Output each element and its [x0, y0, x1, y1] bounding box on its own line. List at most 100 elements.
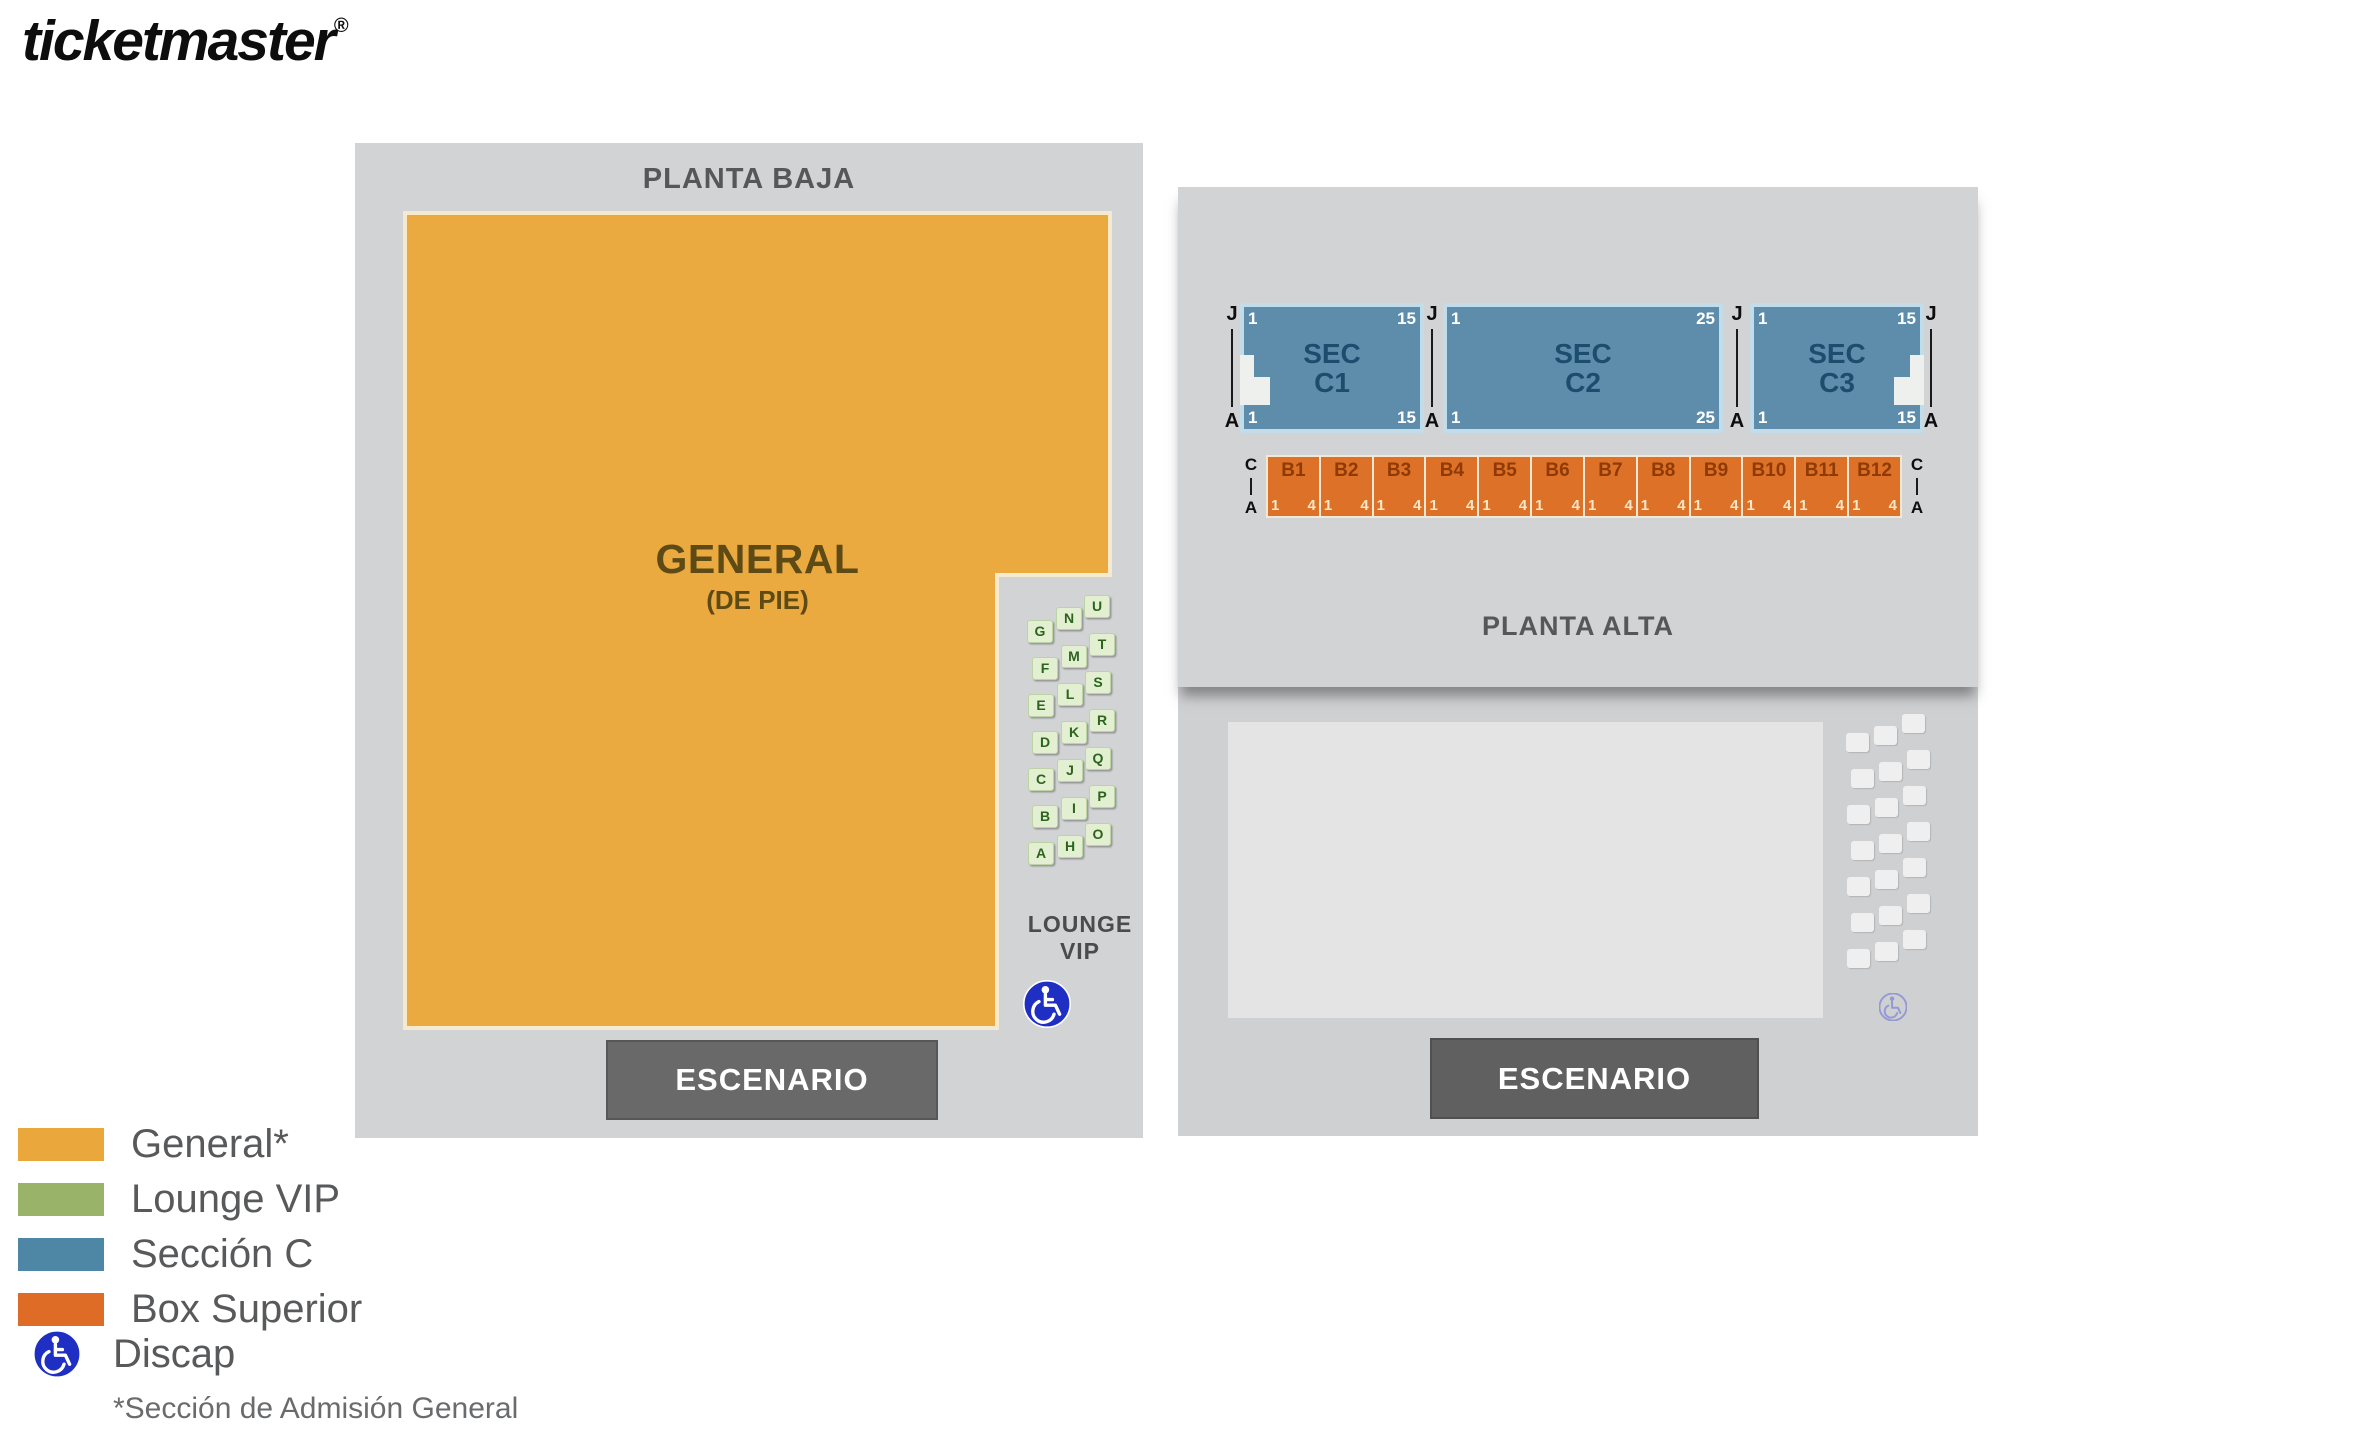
legend-item-seccion-c: Sección C: [18, 1232, 313, 1277]
seat-num: 15: [1397, 408, 1416, 427]
lounge-row-k[interactable]: K: [1061, 721, 1087, 744]
ghost-chip: [1907, 750, 1930, 769]
ghost-chip: [1879, 906, 1902, 925]
ghost-chip: [1875, 870, 1898, 889]
lounge-row-e[interactable]: E: [1028, 694, 1054, 717]
box-marker-top: C: [1244, 455, 1258, 474]
lounge-row-t[interactable]: T: [1089, 633, 1115, 656]
legend-item-box-superior: Box Superior: [18, 1287, 362, 1332]
row-marker-ja-1: J A: [1222, 303, 1242, 433]
lounge-label-line2: VIP: [1059, 938, 1101, 964]
section-c3[interactable]: 1 15 1 15 SEC C3: [1750, 303, 1924, 433]
section-notch: [1240, 377, 1270, 405]
section-c2[interactable]: 1 25 1 25 SEC C2: [1443, 303, 1723, 433]
general-label-main: GENERAL: [655, 536, 860, 582]
stage-label: ESCENARIO: [675, 1062, 869, 1097]
ghost-wheelchair-icon: [1879, 993, 1907, 1021]
legend-label-general: General*: [131, 1122, 289, 1166]
legend-label-seccion-c: Sección C: [131, 1232, 314, 1276]
lounge-row-n[interactable]: N: [1056, 607, 1082, 630]
row-marker-ja-4: J A: [1921, 303, 1941, 433]
logo-text: ticketmaster: [22, 9, 336, 73]
ghost-general-area: [1228, 722, 1823, 1018]
lounge-row-d[interactable]: D: [1032, 731, 1058, 754]
box-label: B7: [1598, 460, 1623, 481]
lounge-row-a[interactable]: A: [1028, 842, 1054, 865]
box-marker-ca-left: C A: [1241, 455, 1261, 518]
lounge-row-i[interactable]: I: [1061, 797, 1087, 820]
lounge-row-f[interactable]: F: [1032, 657, 1058, 680]
box-marker-bottom: A: [1244, 498, 1258, 517]
stage-label: ESCENARIO: [1497, 1060, 1692, 1096]
lounge-row-q[interactable]: Q: [1085, 747, 1111, 770]
ticketmaster-logo[interactable]: ticketmaster®: [22, 8, 349, 74]
lounge-row-g[interactable]: G: [1027, 620, 1053, 643]
seat-num: 1: [1758, 309, 1768, 328]
stage-planta-alta: ESCENARIO: [1430, 1038, 1759, 1119]
ghost-chip: [1851, 769, 1874, 788]
row-marker-ja-2: J A: [1422, 303, 1442, 433]
box-label: B9: [1703, 460, 1729, 481]
lounge-row-l[interactable]: L: [1057, 683, 1083, 706]
ghost-chip: [1907, 894, 1930, 913]
lounge-row-m[interactable]: M: [1061, 645, 1087, 668]
seat-num: 1: [1451, 309, 1461, 328]
legend-swatch-box-superior: [18, 1293, 104, 1326]
box-label: B10: [1751, 460, 1787, 481]
legend-label-discap: Discap: [113, 1331, 236, 1376]
box-label: B5: [1492, 460, 1517, 481]
planta-alta-title: PLANTA ALTA: [1482, 611, 1674, 641]
general-standing-area[interactable]: [355, 143, 1143, 1138]
registered-mark: ®: [333, 15, 349, 37]
seat-num: 15: [1897, 309, 1916, 328]
lounge-row-b[interactable]: B: [1032, 805, 1058, 828]
section-label: SEC C3: [1808, 338, 1866, 398]
lounge-row-c[interactable]: C: [1028, 768, 1054, 791]
row-marker-bottom: A: [1424, 410, 1440, 432]
box-label: B11: [1804, 460, 1839, 481]
ghost-chip: [1875, 798, 1898, 817]
row-marker-bottom: A: [1923, 410, 1939, 432]
box-label: B12: [1857, 460, 1892, 481]
section-label: SEC C2: [1554, 338, 1612, 398]
ghost-chip: [1903, 858, 1926, 877]
lounge-row-r[interactable]: R: [1089, 709, 1115, 732]
wheelchair-icon[interactable]: [1023, 980, 1071, 1028]
ghost-chip: [1875, 942, 1898, 961]
seat-num: 15: [1397, 309, 1416, 328]
legend-item-lounge-vip: Lounge VIP: [18, 1177, 340, 1222]
section-label: SEC C1: [1303, 338, 1361, 398]
lounge-row-o[interactable]: O: [1085, 823, 1111, 846]
row-marker-ja-3: J A: [1727, 303, 1747, 433]
row-marker-top: J: [1426, 303, 1438, 325]
ghost-chip: [1847, 805, 1870, 824]
ghost-chip: [1879, 834, 1902, 853]
lounge-row-p[interactable]: P: [1089, 785, 1115, 808]
row-marker-top: J: [1731, 303, 1743, 325]
lounge-row-s[interactable]: S: [1085, 671, 1111, 694]
legend-item-general: General*: [18, 1122, 289, 1167]
ghost-chip: [1903, 930, 1926, 949]
ghost-chip: [1902, 714, 1925, 733]
lounge-row-j[interactable]: J: [1057, 759, 1083, 782]
box-label: B3: [1386, 460, 1412, 481]
row-marker-bottom: A: [1224, 410, 1240, 432]
lounge-row-h[interactable]: H: [1057, 835, 1083, 858]
planta-alta-lower-card: ESCENARIO: [1178, 687, 1978, 1136]
section-c1[interactable]: 1 15 1 15 SEC C1: [1240, 303, 1424, 433]
lounge-row-u[interactable]: U: [1084, 595, 1110, 618]
